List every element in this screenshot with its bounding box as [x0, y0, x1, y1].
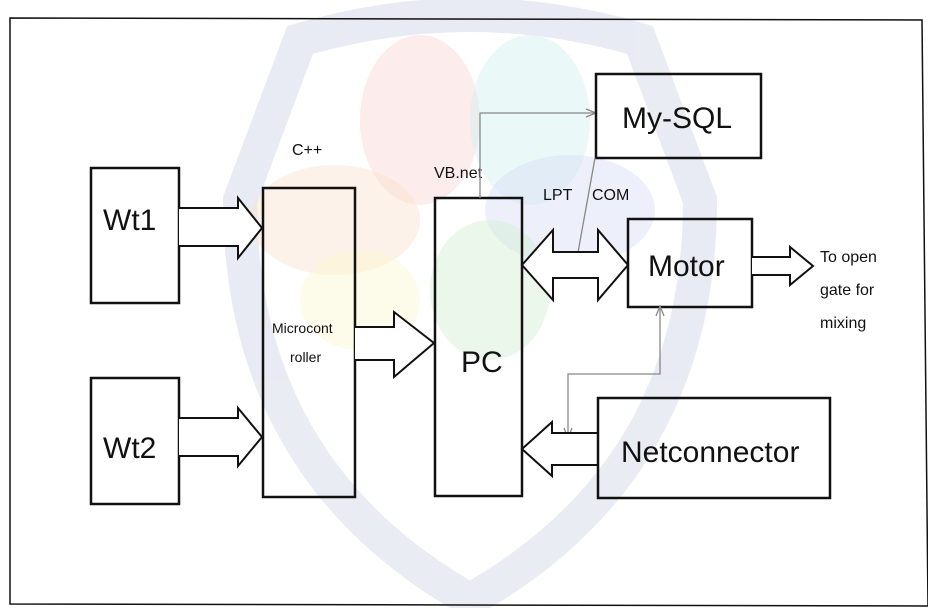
- netconnector-motor-line: [567, 307, 661, 437]
- watermark-flower: [250, 35, 655, 360]
- netconnector-motor-arrowhead-up: [655, 304, 665, 317]
- mysql-block: [594, 72, 763, 160]
- netconnector-block: [596, 396, 832, 500]
- com-to-mysql-line: [576, 157, 596, 259]
- wt1-label: Wt1: [103, 204, 156, 237]
- motor-output-arrow: [752, 244, 815, 288]
- watermark: [222, 0, 718, 613]
- outer-frame: [9, 17, 928, 607]
- netconnector-to-pc-arrow: [520, 419, 598, 479]
- wt2-to-microcontroller-arrow: [179, 405, 264, 469]
- pc-block: [433, 196, 524, 498]
- wt2-label: Wt2: [103, 432, 156, 465]
- mysql-label: My-SQL: [622, 102, 732, 135]
- pc-label: PC: [461, 346, 503, 379]
- output-label-line3: mixing: [820, 315, 866, 332]
- pc-to-mysql-line: [479, 112, 595, 198]
- com-label: COM: [592, 187, 629, 204]
- output-label-line2: gate for: [820, 282, 875, 299]
- vbnet-label: VB.net: [434, 165, 483, 182]
- output-label-line1: To open: [820, 249, 877, 266]
- microcontroller-label-line1: Microcont: [272, 320, 333, 336]
- netconnector-label: Netconnector: [621, 436, 799, 469]
- motor-label: Motor: [648, 250, 725, 283]
- lpt-label: LPT: [543, 187, 573, 204]
- microcontroller-label-line2: roller: [290, 349, 321, 365]
- cpp-label: C++: [292, 142, 322, 159]
